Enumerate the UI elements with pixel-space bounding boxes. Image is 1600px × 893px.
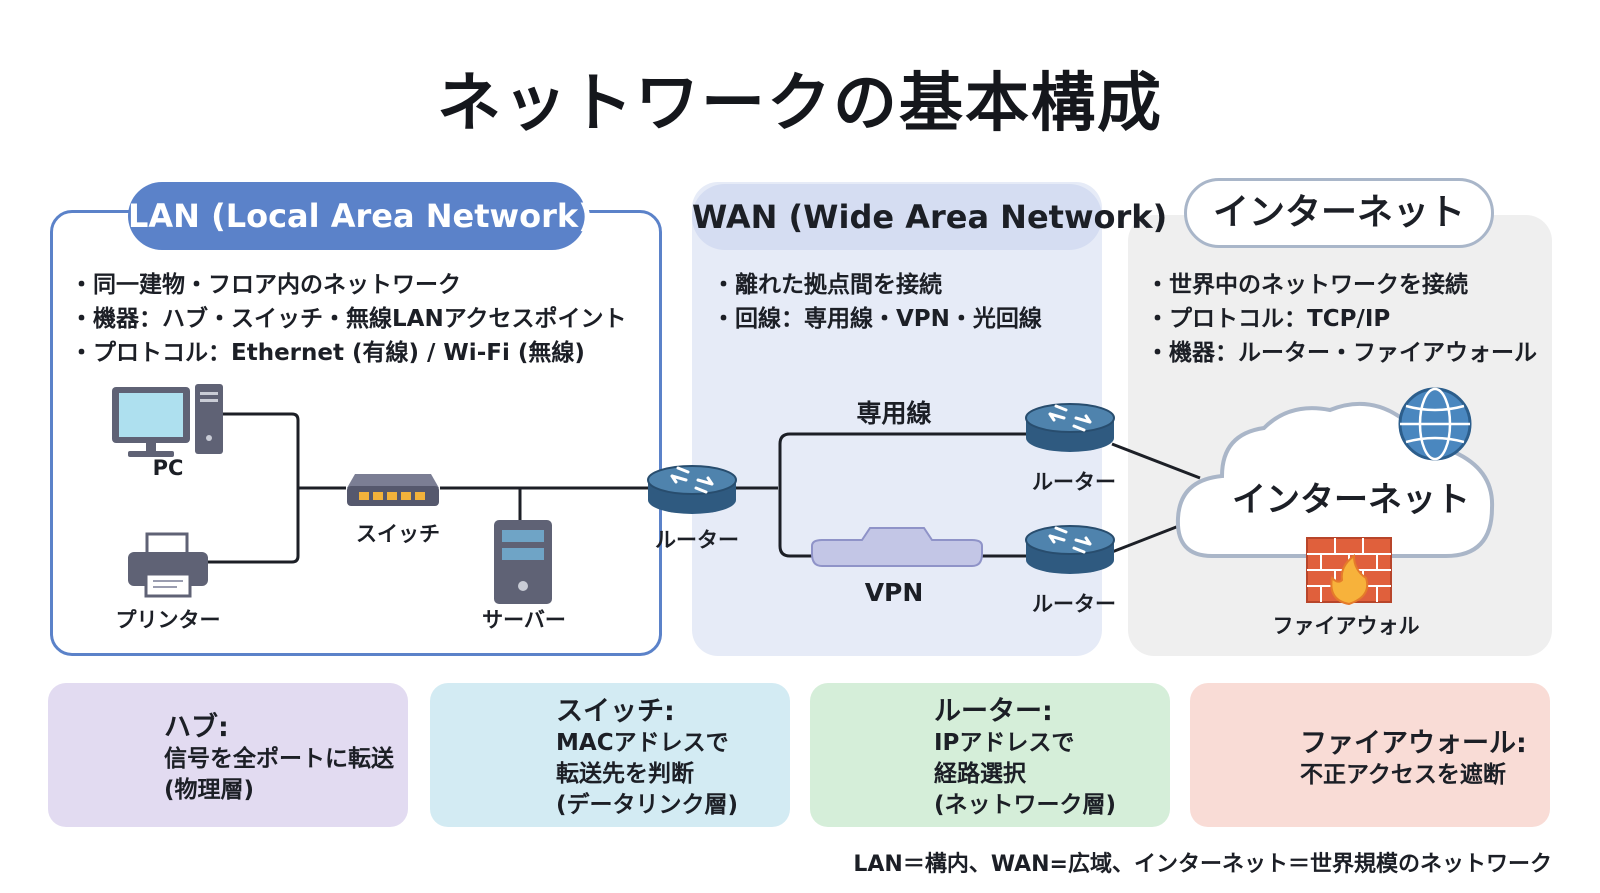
firewall-card-desc: 不正アクセスを遮断 xyxy=(1300,762,1506,788)
switch-icon xyxy=(347,474,439,506)
router-card xyxy=(810,683,1170,827)
internet-bullet: プロトコル：TCP/IP xyxy=(1146,302,1537,336)
pc-label: PC xyxy=(152,456,184,480)
wan-bullet: 回線：専用線・VPN・光回線 xyxy=(712,302,1042,336)
server-icon xyxy=(494,520,552,604)
hub-card-desc: 信号を全ポートに転送 xyxy=(164,746,394,772)
hub-card-text: ハブ: 信号を全ポートに転送 (物理層) xyxy=(164,712,394,806)
leased-line-label: 専用線 xyxy=(856,399,932,428)
wan-bullet-list: 離れた拠点間を接続 回線：専用線・VPN・光回線 xyxy=(712,268,1042,336)
router-bottom-icon xyxy=(1024,524,1116,576)
vpn-tunnel-icon xyxy=(811,527,983,567)
globe-icon xyxy=(1398,387,1472,461)
router-bottom-label: ルーター xyxy=(1032,592,1116,616)
firewall-card xyxy=(1190,683,1550,827)
router-card-desc: 経路選択 xyxy=(934,761,1026,787)
switch-card-title: スイッチ: xyxy=(556,696,675,727)
internet-bullet-list: 世界中のネットワークを接続 プロトコル：TCP/IP 機器：ルーター・ファイアウ… xyxy=(1146,268,1537,370)
internet-bullet: 世界中のネットワークを接続 xyxy=(1146,268,1537,302)
router-card-text: ルーター: IPアドレスで 経路選択 (ネットワーク層) xyxy=(934,696,1116,821)
router-main-icon xyxy=(646,464,738,516)
server-label: サーバー xyxy=(482,608,566,632)
page-title: ネットワークの基本構成 xyxy=(437,67,1163,141)
router-top-label: ルーター xyxy=(1032,470,1116,494)
lan-bullet: プロトコル：Ethernet (有線) / Wi-Fi (無線) xyxy=(70,336,627,370)
switch-card-desc: (データリンク層) xyxy=(556,792,739,818)
switch-label: スイッチ xyxy=(356,522,440,546)
lan-wires xyxy=(206,412,655,564)
printer-label: プリンター xyxy=(115,608,221,632)
router-card-title: ルーター: xyxy=(934,696,1053,727)
cloud-label: インターネット xyxy=(1232,480,1470,520)
lan-bullet: 同一建物・フロア内のネットワーク xyxy=(70,268,627,302)
firewall-icon xyxy=(1306,537,1392,606)
hub-card-desc: (物理層) xyxy=(164,777,255,803)
internet-bullet: 機器：ルーター・ファイアウォール xyxy=(1146,336,1537,370)
router-card-desc: (ネットワーク層) xyxy=(934,792,1117,818)
switch-card-text: スイッチ: MACアドレスで 転送先を判断 (データリンク層) xyxy=(556,696,738,821)
printer-icon xyxy=(128,532,208,598)
lan-bullet-list: 同一建物・フロア内のネットワーク 機器：ハブ・スイッチ・無線LANアクセスポイン… xyxy=(70,268,627,370)
lan-heading: LAN (Local Area Network) xyxy=(128,182,593,250)
switch-card-desc: MACアドレスで xyxy=(556,730,729,756)
firewall-label: ファイアウォル xyxy=(1272,614,1420,638)
internet-wires xyxy=(1111,442,1201,554)
switch-card-desc: 転送先を判断 xyxy=(556,761,694,787)
switch-card xyxy=(430,683,790,827)
firewall-card-text: ファイアウォール: 不正アクセスを遮断 xyxy=(1300,728,1527,791)
wan-bullet: 離れた拠点間を接続 xyxy=(712,268,1042,302)
pc-icon xyxy=(112,384,223,457)
hub-card-title: ハブ: xyxy=(164,712,229,743)
router-top-icon xyxy=(1024,402,1116,454)
wan-heading: WAN (Wide Area Network) xyxy=(692,184,1167,250)
internet-heading: インターネット xyxy=(1184,178,1494,248)
vpn-label: VPN xyxy=(864,578,924,607)
firewall-card-title: ファイアウォール: xyxy=(1300,728,1527,759)
router-card-desc: IPアドレスで xyxy=(934,730,1075,756)
router-main-label: ルーター xyxy=(655,528,739,552)
wan-wires xyxy=(730,432,1030,558)
footer-note: LAN＝構内、WAN=広域、インターネット＝世界規模のネットワーク xyxy=(853,852,1552,877)
lan-bullet: 機器：ハブ・スイッチ・無線LANアクセスポイント xyxy=(70,302,627,336)
hub-card xyxy=(48,683,408,827)
